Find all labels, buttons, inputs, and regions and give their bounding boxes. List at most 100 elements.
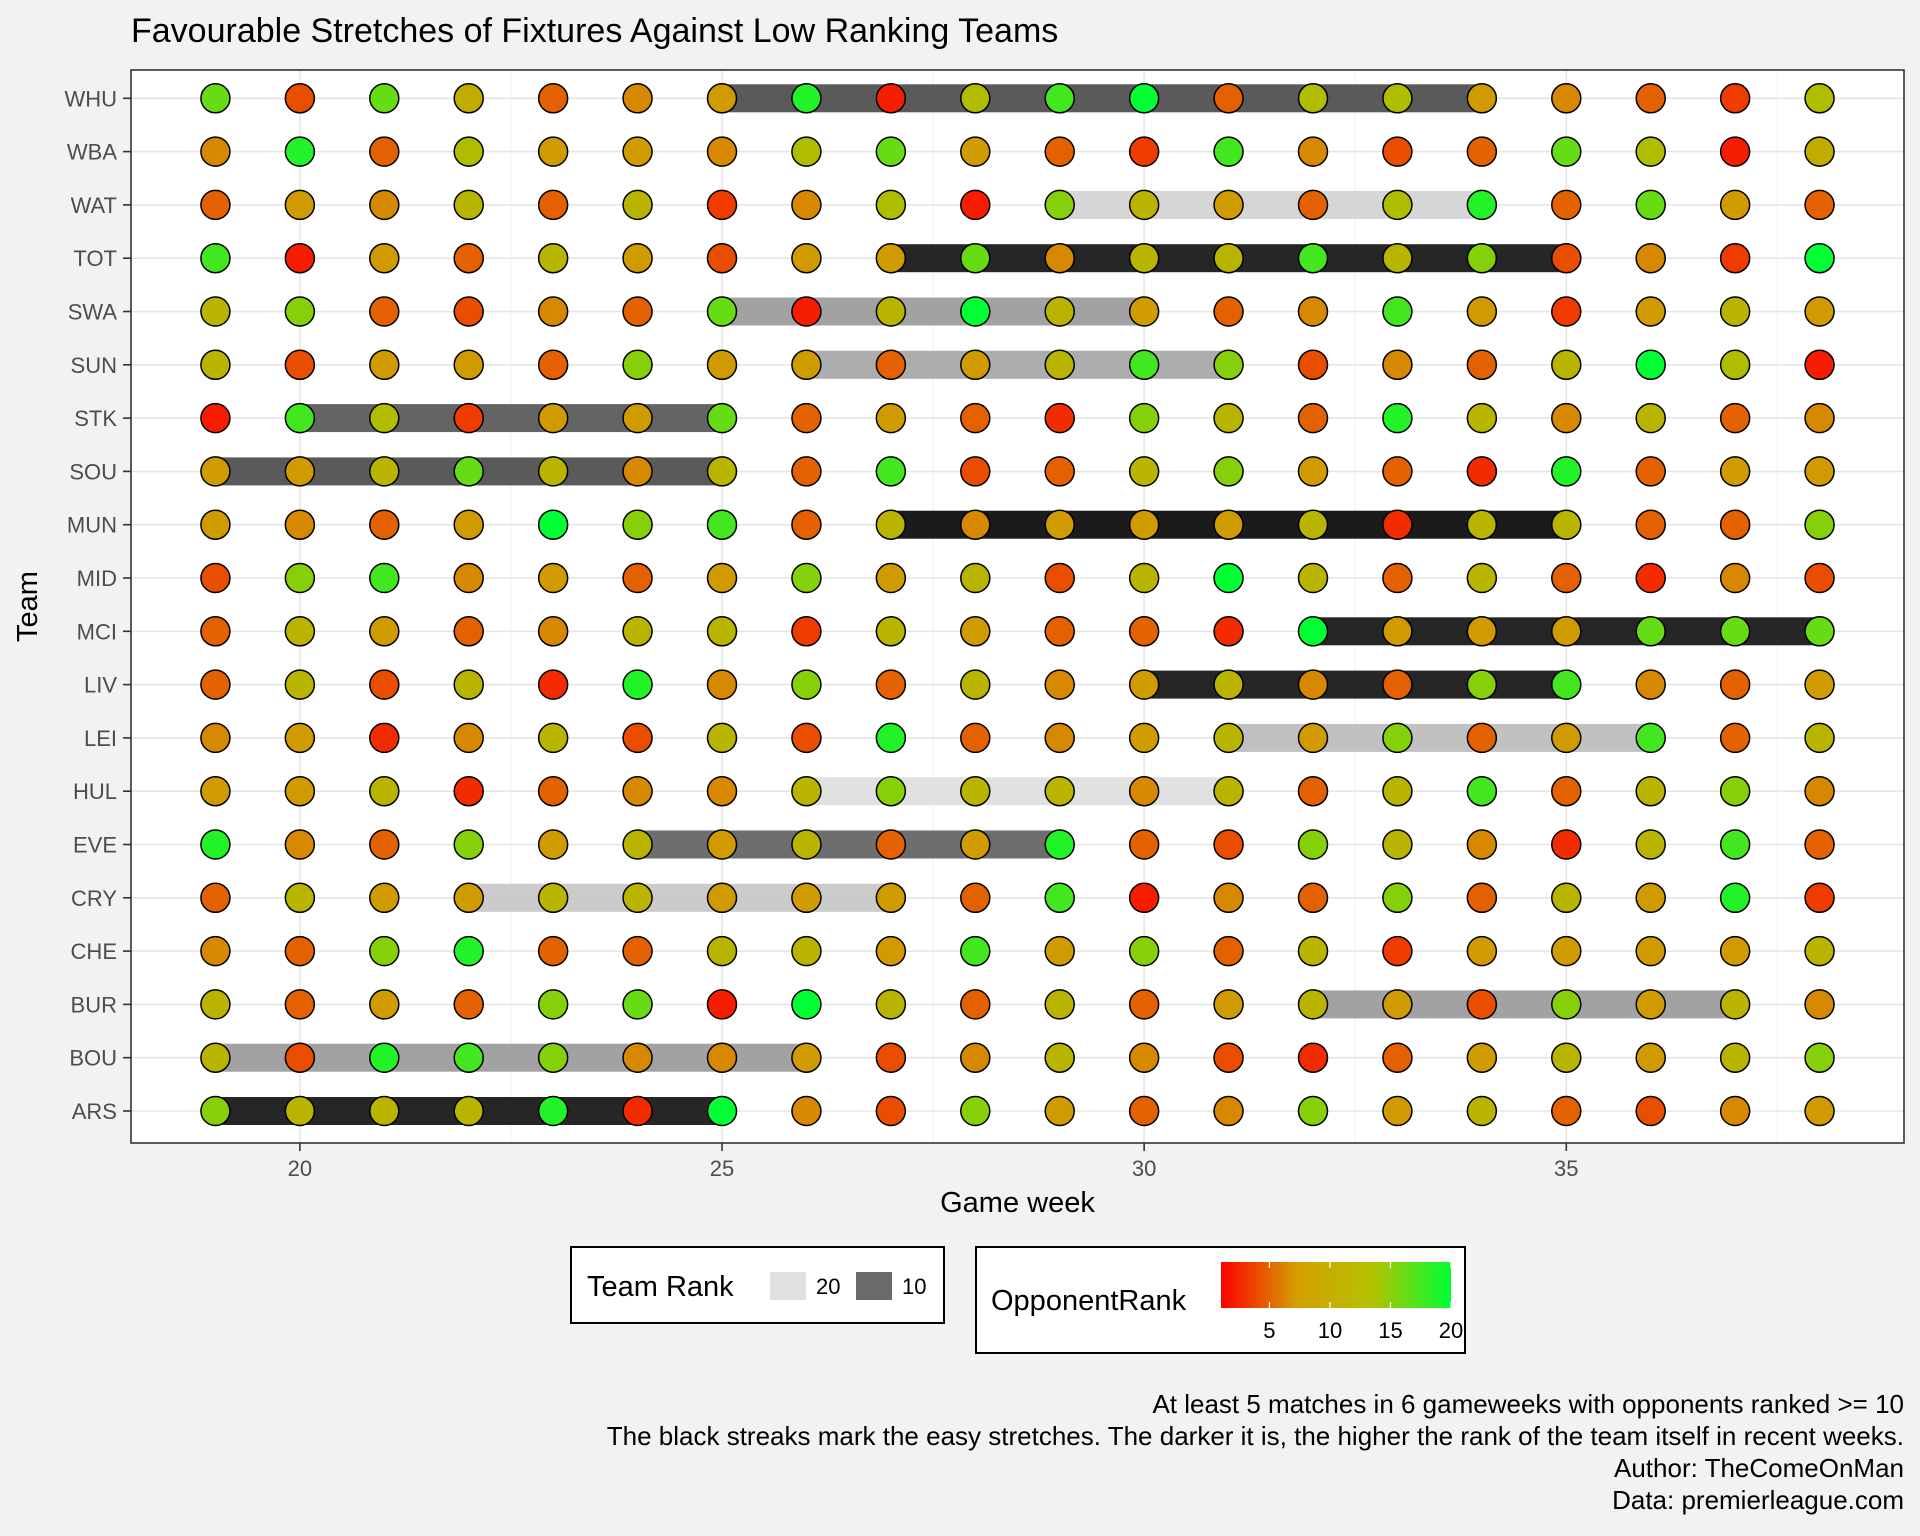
y-tick-label: EVE bbox=[73, 833, 117, 858]
fixture-point bbox=[1213, 562, 1244, 594]
legend-opponent-rank-label: 20 bbox=[1439, 1318, 1463, 1343]
fixture-point bbox=[200, 722, 231, 754]
fixture-point bbox=[875, 509, 907, 540]
streak-bar-whu bbox=[722, 84, 1482, 113]
streak-bar-eve bbox=[637, 830, 1060, 859]
fixture-point bbox=[369, 1095, 400, 1127]
fixture-point bbox=[1466, 669, 1498, 700]
fixture-point bbox=[369, 935, 400, 967]
fixture-point bbox=[1382, 509, 1413, 540]
caption-line: The black streaks mark the easy stretche… bbox=[606, 1421, 1904, 1451]
fixture-point bbox=[1382, 83, 1413, 114]
y-tick-label: CHE bbox=[71, 939, 117, 964]
caption-line: Author: TheComeOnMan bbox=[1614, 1453, 1904, 1483]
fixture-point bbox=[453, 136, 484, 167]
fixture-point bbox=[1382, 829, 1413, 860]
fixture-point bbox=[1804, 562, 1835, 594]
fixture-point bbox=[1128, 456, 1160, 487]
fixture-point bbox=[537, 829, 569, 860]
fixture-point bbox=[1804, 136, 1835, 167]
fixture-point bbox=[1635, 882, 1666, 914]
fixture-point bbox=[200, 829, 231, 860]
fixture-point bbox=[1635, 829, 1666, 860]
fixture-point bbox=[1804, 989, 1835, 1020]
fixture-point bbox=[791, 1042, 822, 1073]
fixture-point bbox=[791, 562, 822, 594]
fixture-point bbox=[1044, 1042, 1075, 1073]
fixture-point bbox=[791, 669, 822, 700]
fixture-point bbox=[622, 136, 653, 167]
fixture-point bbox=[1382, 349, 1413, 381]
fixture-point bbox=[1719, 616, 1751, 647]
fixture-point bbox=[537, 189, 569, 221]
fixture-point bbox=[960, 296, 991, 327]
fixture-point bbox=[1297, 935, 1329, 967]
streak-bar-bur bbox=[1313, 990, 1736, 1019]
fixture-point bbox=[1128, 616, 1160, 647]
legend-opponent-rank-title: OpponentRank bbox=[991, 1285, 1187, 1317]
fixture-point bbox=[1297, 616, 1329, 647]
fixture-point bbox=[1297, 189, 1329, 221]
fixture-point bbox=[875, 349, 907, 381]
fixture-point bbox=[1804, 1095, 1835, 1127]
fixture-point bbox=[1297, 1042, 1329, 1073]
fixture-point bbox=[1044, 296, 1075, 327]
fixture-point bbox=[1297, 1095, 1329, 1127]
fixture-point bbox=[875, 136, 907, 167]
fixture-point bbox=[1635, 669, 1666, 700]
fixture-point bbox=[537, 616, 569, 647]
fixture-point bbox=[1635, 775, 1666, 807]
fixture-point bbox=[1128, 829, 1160, 860]
fixture-point bbox=[960, 616, 991, 647]
fixture-point bbox=[1551, 136, 1582, 167]
fixture-point bbox=[1382, 935, 1413, 967]
fixture-point bbox=[1551, 242, 1582, 274]
legend-opponent-rank-label: 10 bbox=[1318, 1318, 1342, 1343]
fixture-point bbox=[1466, 83, 1498, 114]
fixture-point bbox=[1551, 722, 1582, 754]
fixture-point bbox=[1804, 83, 1835, 114]
fixture-point bbox=[1804, 509, 1835, 540]
fixture-point bbox=[1297, 775, 1329, 807]
fixture-point bbox=[537, 669, 569, 700]
fixture-point bbox=[1297, 296, 1329, 327]
y-tick-label: WBA bbox=[67, 140, 117, 165]
fixture-point bbox=[200, 989, 231, 1020]
fixture-point bbox=[537, 722, 569, 754]
fixture-point bbox=[1719, 349, 1751, 381]
fixture-point bbox=[1044, 189, 1075, 221]
fixture-point bbox=[1044, 456, 1075, 487]
fixture-point bbox=[1719, 402, 1751, 434]
fixture-point bbox=[537, 775, 569, 807]
fixture-point bbox=[1213, 136, 1244, 167]
fixture-point bbox=[1719, 722, 1751, 754]
legend-colorbar bbox=[1221, 1262, 1451, 1308]
fixture-point bbox=[284, 402, 316, 434]
fixture-point bbox=[622, 402, 653, 434]
fixture-point bbox=[369, 775, 400, 807]
fixture-point bbox=[284, 456, 316, 487]
fixture-point bbox=[1466, 1095, 1498, 1127]
fixture-point bbox=[791, 1095, 822, 1127]
fixture-point bbox=[706, 136, 738, 167]
fixture-point bbox=[200, 1095, 231, 1127]
plot-border bbox=[130, 69, 1905, 1144]
fixture-point bbox=[1382, 722, 1413, 754]
fixture-point bbox=[284, 775, 316, 807]
fixture-point bbox=[875, 1042, 907, 1073]
fixture-point bbox=[622, 456, 653, 487]
fixture-point bbox=[622, 562, 653, 594]
legend-opponent-rank-label: 15 bbox=[1378, 1318, 1402, 1343]
y-tick-label: SOU bbox=[69, 459, 117, 484]
fixture-point bbox=[200, 882, 231, 914]
fixture-point bbox=[453, 509, 484, 540]
fixture-point bbox=[284, 1042, 316, 1073]
fixture-point bbox=[537, 989, 569, 1020]
fixture-point bbox=[1128, 83, 1160, 114]
fixture-point bbox=[537, 242, 569, 274]
fixture-point bbox=[622, 296, 653, 327]
fixture-point bbox=[622, 1095, 653, 1127]
y-tick-label: MCI bbox=[77, 619, 117, 644]
fixture-point bbox=[284, 616, 316, 647]
